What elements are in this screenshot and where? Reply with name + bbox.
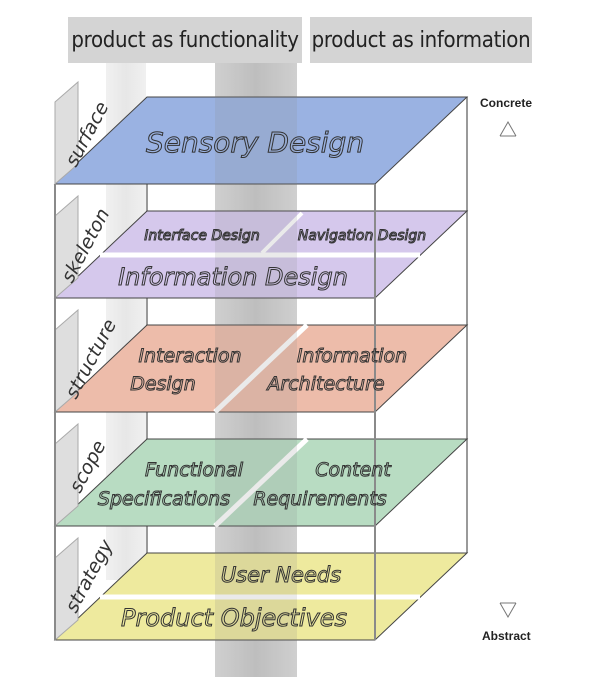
header-product-as-information: product as information — [310, 17, 532, 63]
box-frame-front — [54, 184, 376, 640]
plane-surface — [53, 80, 469, 186]
label-product-objectives: Product Objectives — [121, 604, 347, 632]
label-sensory-design: Sensory Design — [146, 126, 364, 159]
label-user-needs: User Needs — [221, 563, 341, 587]
label-information-architecture-line1: Information — [297, 345, 407, 367]
plane-skeleton — [53, 194, 469, 300]
label-functional-specifications-line2: Specifications — [98, 488, 230, 510]
label-content-requirements-line1: Content — [315, 459, 392, 481]
label-navigation-design: Navigation Design — [298, 228, 426, 244]
scale-label-abstract: Abstract — [482, 629, 531, 643]
scale-arrow-up-icon — [499, 120, 517, 137]
label-content-requirements-line2: Requirements — [253, 488, 386, 510]
label-interface-design: Interface Design — [144, 228, 259, 244]
label-functional-specifications-line1: Functional — [145, 459, 244, 481]
scale-label-concrete: Concrete — [480, 96, 533, 110]
label-information-architecture-line2: Architecture — [265, 373, 384, 395]
label-interaction-design-line1: Interaction — [138, 345, 241, 367]
header-product-as-functionality: product as functionality — [68, 17, 302, 63]
functionality-column-overlay — [215, 60, 297, 677]
scale-arrow-down-icon — [499, 602, 517, 619]
label-interaction-design-line2: Design — [130, 373, 196, 395]
label-information-design: Information Design — [118, 263, 348, 291]
